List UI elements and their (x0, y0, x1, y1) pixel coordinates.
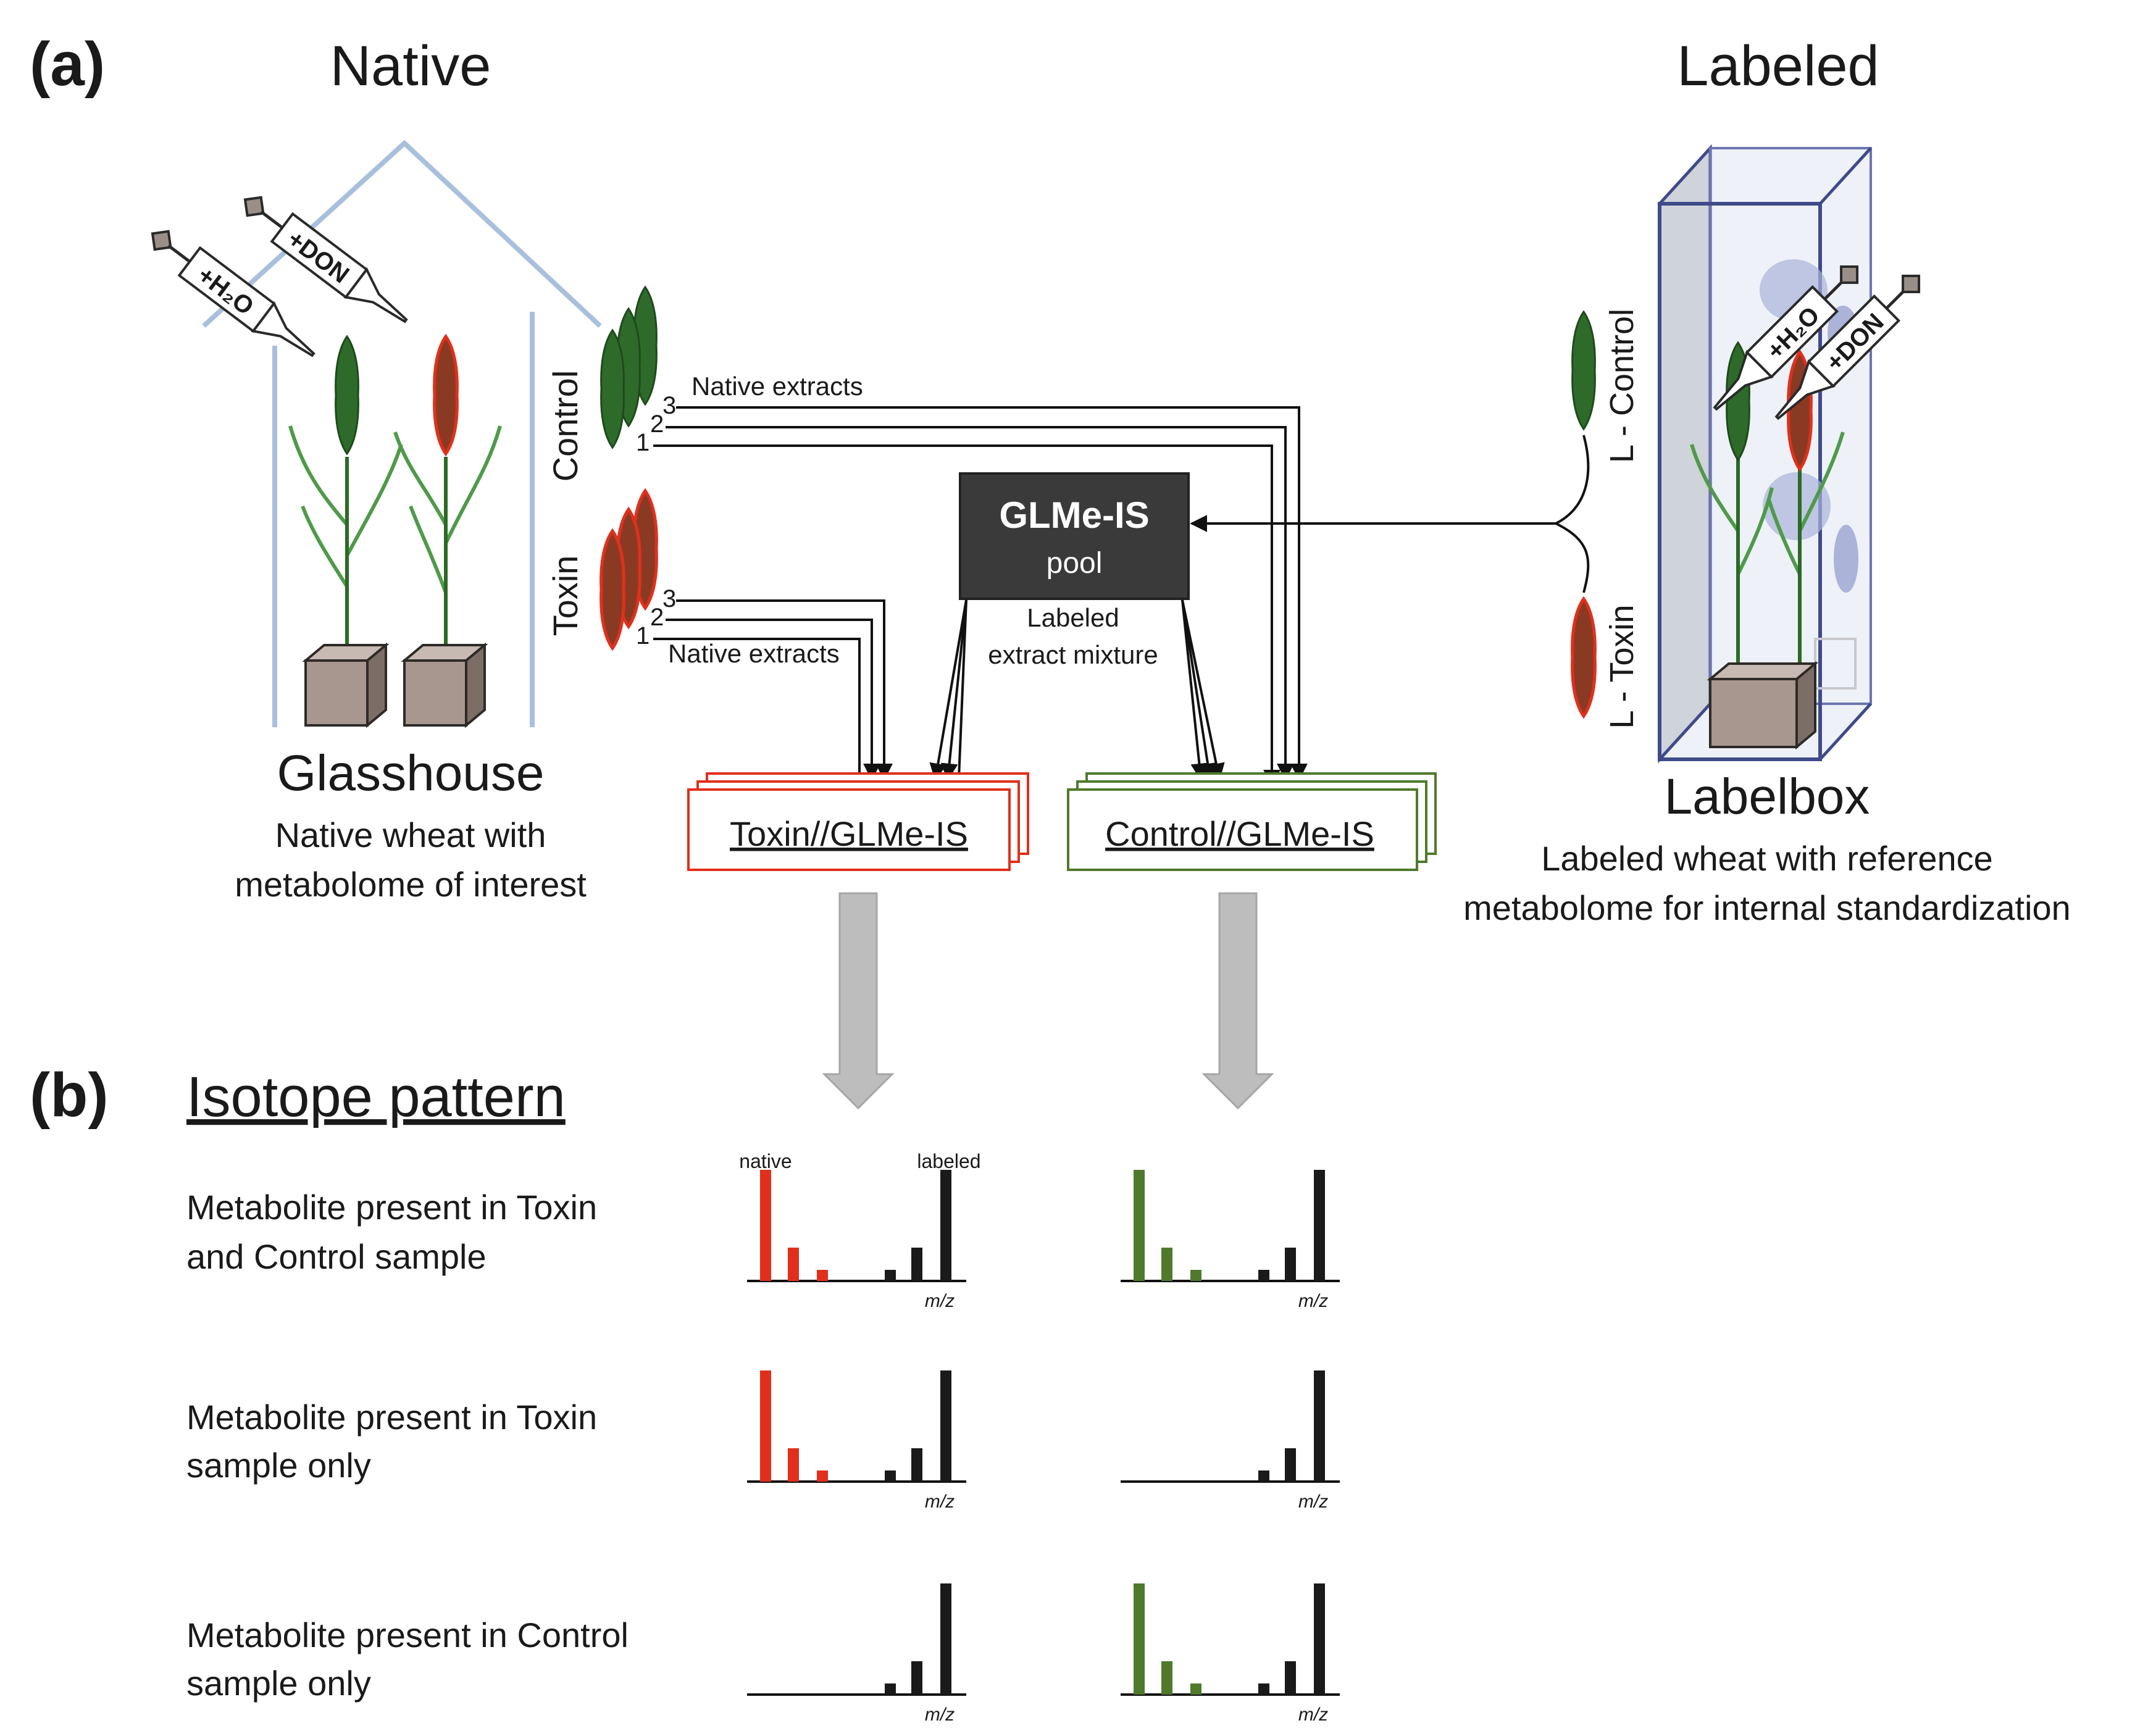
row-3-line-2: sample only (186, 1664, 371, 1703)
glasshouse-desc-2: metabolome of interest (235, 865, 587, 904)
control-mix-stack (1067, 772, 1437, 871)
control-rep-1: 1 (636, 429, 650, 456)
glasshouse-title: Glasshouse (277, 745, 544, 801)
pool-caption-1: Labeled (1027, 603, 1119, 632)
native-peak (760, 1370, 771, 1482)
native-peak (817, 1270, 828, 1281)
native-peak (788, 1448, 799, 1482)
mz-axis-label: m/z (925, 1291, 955, 1311)
pool-to-control-arrows (1181, 599, 1225, 781)
native-extracts-bottom: Native extracts (668, 639, 840, 668)
labeled-title: Labeled (1677, 35, 1879, 98)
labeled-header: labeled (917, 1150, 980, 1172)
labeled-peak (885, 1470, 896, 1482)
labeled-peak (1285, 1661, 1296, 1695)
native-peak (1190, 1270, 1201, 1281)
labelbox-desc-1: Labeled wheat with reference (1541, 839, 1993, 878)
labeled-peak (911, 1248, 922, 1281)
glasshouse-toxin-plant (393, 336, 502, 654)
pool-title: GLMe-IS (999, 494, 1149, 536)
labeled-peak (911, 1661, 922, 1695)
glasshouse-pot-left (302, 642, 390, 728)
panel-b-label: (b) (30, 1061, 109, 1130)
l-toxin-label: L - Toxin (1603, 604, 1640, 728)
labeled-peak (885, 1683, 896, 1695)
row-2-line-1: Metabolite present in Toxin (186, 1398, 597, 1437)
syringe-water: +H₂O (151, 230, 315, 357)
row-2-line-2: sample only (186, 1446, 371, 1485)
glasshouse-desc-1: Native wheat with (275, 815, 546, 854)
labeled-peak (911, 1448, 922, 1482)
toxin-down-arrow (822, 892, 895, 1110)
labeled-input-arrow (1190, 435, 1590, 593)
pool-caption-2: extract mixture (988, 640, 1158, 669)
labeled-peak (940, 1370, 951, 1482)
labelbox-desc-2: metabolome for internal standardization (1463, 888, 2071, 927)
toxin-extract-arrows (653, 599, 893, 795)
native-peak (1190, 1683, 1201, 1695)
glasshouse-control-plant (288, 335, 403, 654)
mz-axis-label: m/z (1298, 1704, 1328, 1725)
labelbox-title: Labelbox (1665, 769, 1870, 825)
labeled-peak (1258, 1270, 1269, 1281)
native-peak (788, 1248, 799, 1281)
row-1-line-1: Metabolite present in Toxin (186, 1188, 597, 1227)
toxin-rep-1: 1 (636, 622, 650, 649)
native-peak (1134, 1583, 1145, 1695)
native-header: native (739, 1150, 792, 1172)
labeled-peak (1285, 1248, 1296, 1281)
isotope-title: Isotope pattern (186, 1066, 566, 1128)
control-spikes (600, 286, 658, 449)
native-peak (1161, 1248, 1172, 1281)
control-label: Control (546, 370, 585, 482)
pool-subtitle: pool (1047, 547, 1103, 580)
labeled-peak (1314, 1583, 1325, 1695)
glasshouse-pot-right (401, 642, 488, 728)
l-control-label: L - Control (1603, 309, 1640, 463)
labeled-peak (940, 1583, 951, 1695)
native-peak (1161, 1661, 1172, 1695)
labeled-peak (1258, 1470, 1269, 1482)
native-title: Native (330, 35, 491, 98)
native-peak (760, 1170, 771, 1281)
labeled-peak (1258, 1683, 1269, 1695)
native-extracts-top: Native extracts (692, 372, 863, 401)
mz-axis-label: m/z (1298, 1491, 1328, 1512)
isotope-spectra: m/z m/z m/z m/z m/z m/z (747, 1170, 1340, 1725)
labeled-peak (1314, 1370, 1325, 1482)
pool-to-toxin-arrows (929, 599, 968, 795)
l-control-spike (1571, 311, 1596, 430)
mz-axis-label: m/z (1298, 1291, 1328, 1311)
toxin-label: Toxin (546, 556, 585, 636)
row-1-line-2: and Control sample (186, 1237, 487, 1276)
control-extract-arrows (653, 406, 1308, 787)
labeled-peak (885, 1270, 896, 1281)
native-peak (817, 1470, 828, 1482)
native-peak (1134, 1170, 1145, 1281)
toxin-mix-label: Toxin//GLMe-IS (730, 814, 968, 853)
control-down-arrow (1201, 892, 1274, 1110)
labelbox (1658, 144, 1872, 764)
toxin-mix-stack (687, 772, 1029, 871)
labeled-peak (1314, 1170, 1325, 1281)
pool-box (959, 472, 1190, 600)
control-mix-label: Control//GLMe-IS (1105, 814, 1374, 853)
syringe-don: +DON (243, 196, 408, 323)
toxin-rep-3: 3 (662, 585, 676, 612)
labeled-peak (940, 1170, 951, 1281)
labeled-peak (1285, 1448, 1296, 1482)
toxin-rep-2: 2 (650, 604, 664, 631)
mz-axis-label: m/z (925, 1491, 955, 1512)
row-3-line-1: Metabolite present in Control (186, 1616, 629, 1654)
control-rep-2: 2 (650, 411, 664, 438)
panel-a-label: (a) (30, 30, 105, 99)
l-toxin-spike (1573, 599, 1595, 716)
mz-axis-label: m/z (925, 1704, 955, 1725)
control-rep-3: 3 (662, 392, 676, 419)
glasshouse-outline (202, 140, 602, 727)
